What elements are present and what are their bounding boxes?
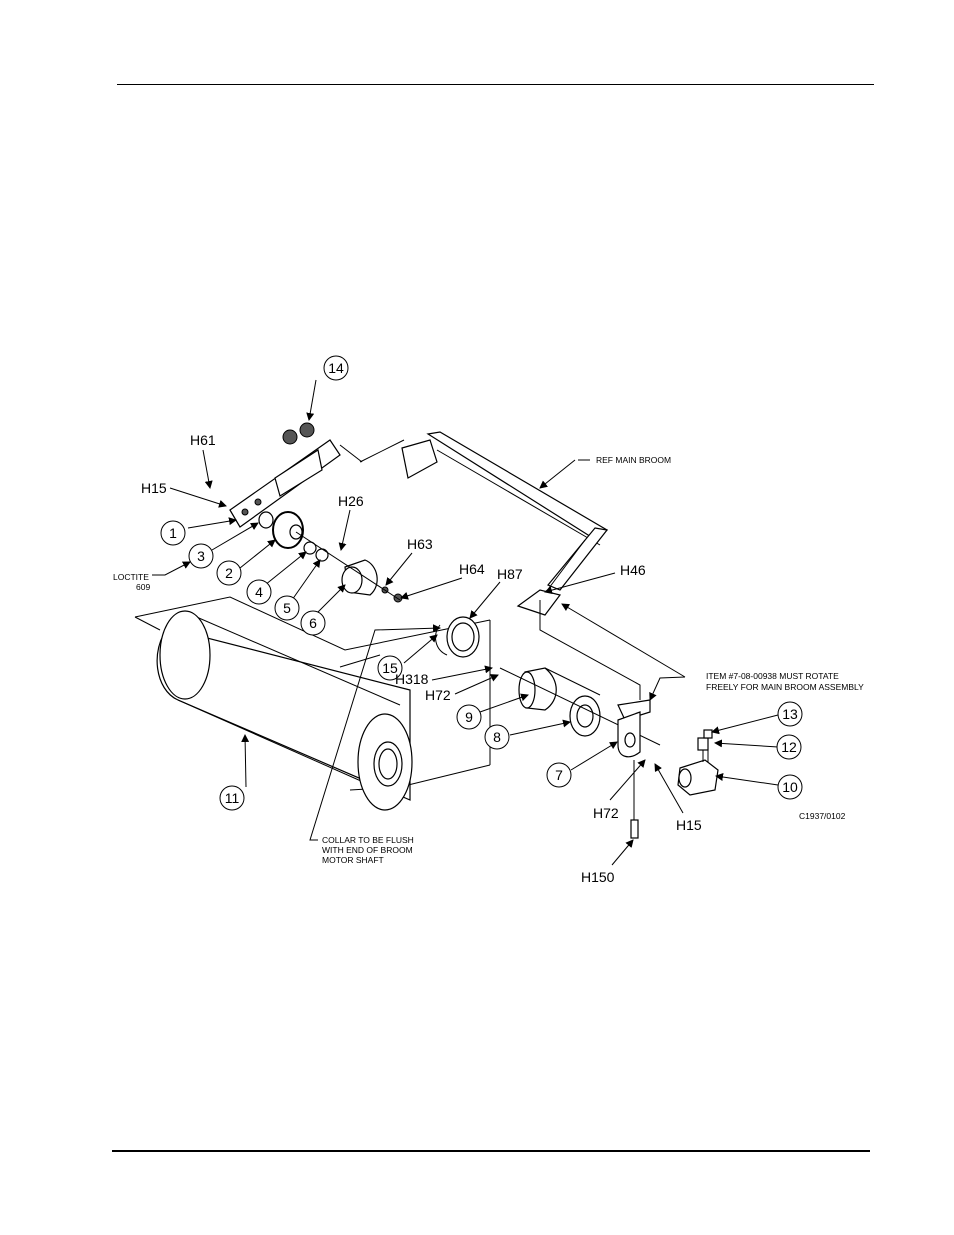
- callout-3: 3: [188, 543, 214, 569]
- hardware-label-h63: H63: [407, 536, 433, 552]
- motor-parts: [258, 511, 403, 603]
- note-collar-line-2: WITH END OF BROOM: [322, 845, 413, 855]
- callout-9: 9: [456, 704, 482, 730]
- hardware-label-h61: H61: [190, 432, 216, 448]
- callout-4: 4: [246, 579, 272, 605]
- note-rotate-line-2: FREELY FOR MAIN BROOM ASSEMBLY: [706, 682, 864, 692]
- drawing-number: C1937/0102: [799, 811, 846, 821]
- hardware-label-h26: H26: [338, 493, 364, 509]
- main-broom-frame: [339, 431, 641, 700]
- motor-mount-plate: [229, 439, 341, 528]
- note-collar-line-3: MOTOR SHAFT: [322, 855, 384, 865]
- callout-label: 14: [328, 360, 344, 376]
- note-collar-line-1: COLLAR TO BE FLUSH: [322, 835, 414, 845]
- callout-15: 15: [377, 655, 403, 681]
- hardware-label-h64: H64: [459, 561, 485, 577]
- callout-label: 5: [283, 600, 291, 616]
- hardware-label-h87: H87: [497, 566, 523, 582]
- hardware-label-h318: H318: [395, 671, 429, 687]
- callout-label: 13: [782, 706, 798, 722]
- callout-8: 8: [484, 724, 510, 750]
- callout-5: 5: [274, 595, 300, 621]
- hardware-label-h15: H15: [676, 817, 702, 833]
- callout-10: 10: [777, 774, 803, 800]
- hardware-label-h72: H72: [425, 687, 451, 703]
- pivot-bracket: [617, 699, 651, 839]
- note-loctite: LOCTITE: [113, 572, 149, 582]
- header-rule: [117, 84, 874, 85]
- callout-label: 2: [225, 565, 233, 581]
- footer-rule: [112, 1150, 870, 1152]
- callout-11: 11: [219, 785, 245, 811]
- broom-roller: [156, 610, 413, 811]
- callout-label: 15: [382, 660, 398, 676]
- callout-2: 2: [216, 560, 242, 586]
- callout-label: 6: [309, 615, 317, 631]
- callout-label: 4: [255, 584, 263, 600]
- callout-1: 1: [160, 520, 186, 546]
- actuator-assembly: [677, 729, 719, 796]
- leader-lines: [152, 379, 779, 866]
- callout-label: 11: [225, 790, 240, 806]
- knobs: [282, 422, 315, 445]
- callout-label: 3: [197, 548, 205, 564]
- note-loctite-number: 609: [136, 582, 150, 592]
- hardware-label-h72: H72: [593, 805, 619, 821]
- collar-and-hub: [435, 616, 661, 746]
- callout-label: 10: [782, 779, 798, 795]
- callout-label: 12: [781, 739, 797, 755]
- callout-7: 7: [546, 762, 572, 788]
- callout-14: 14: [323, 355, 349, 381]
- callout-label: 8: [493, 729, 501, 745]
- callout-6: 6: [300, 610, 326, 636]
- callout-label: 9: [465, 709, 473, 725]
- callout-12: 12: [776, 734, 802, 760]
- callout-label: 1: [169, 525, 177, 541]
- hardware-label-h15: H15: [141, 480, 167, 496]
- callout-label: 7: [555, 767, 563, 783]
- note-ref-main-broom: REF MAIN BROOM: [596, 455, 671, 465]
- callout-13: 13: [777, 701, 803, 727]
- hardware-label-h46: H46: [620, 562, 646, 578]
- drawing-linework: [134, 422, 719, 839]
- hardware-label-h150: H150: [581, 869, 615, 885]
- note-rotate-line-1: ITEM #7-08-00938 MUST ROTATE: [706, 671, 839, 681]
